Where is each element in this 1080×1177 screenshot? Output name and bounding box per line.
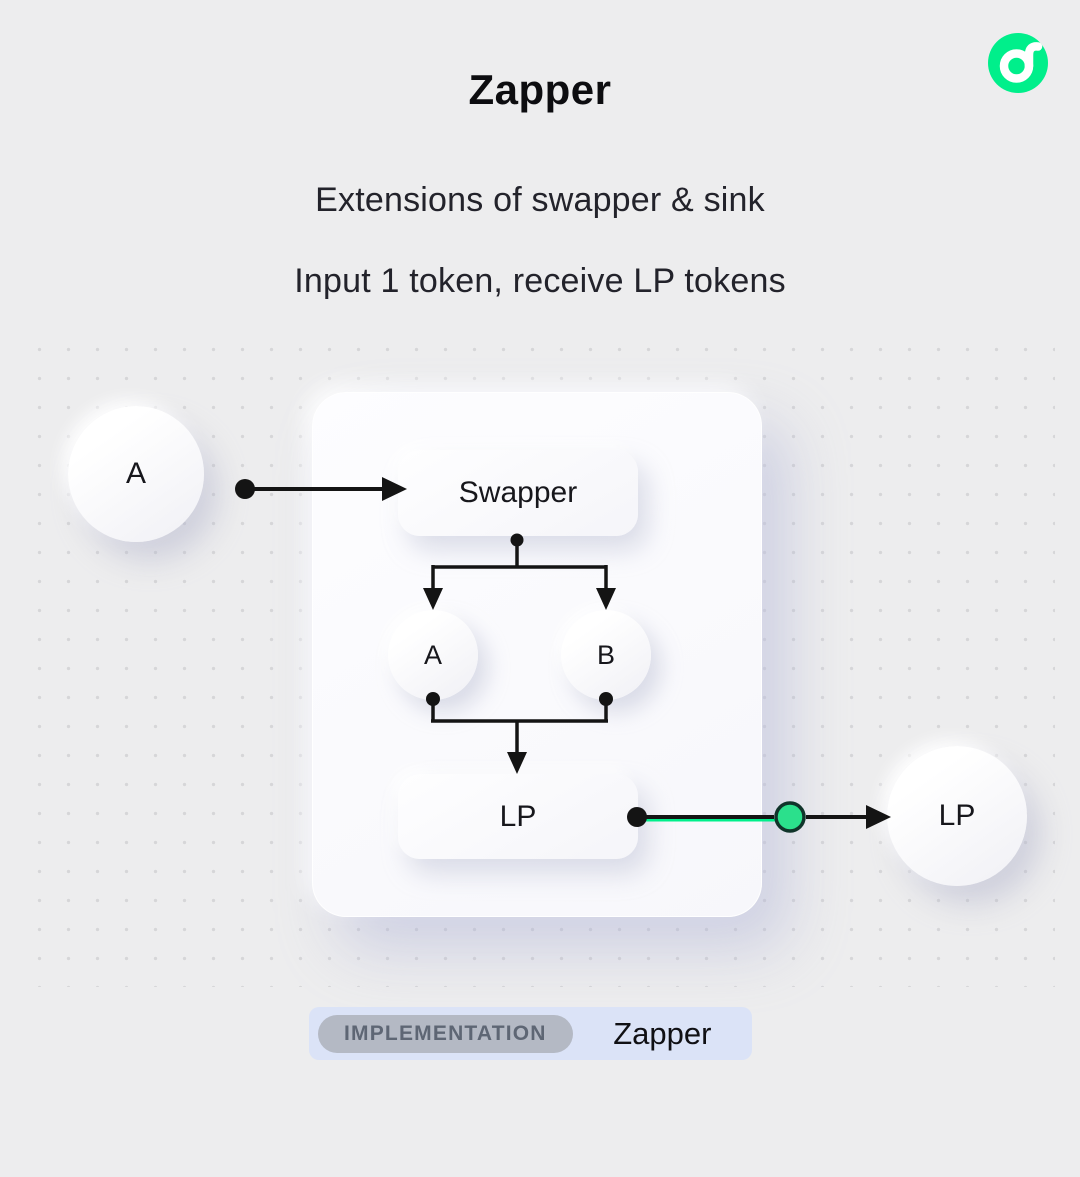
- input-token-node: A: [68, 406, 204, 542]
- token-a-label: A: [423, 639, 442, 670]
- lp-node: LP: [398, 774, 638, 859]
- token-b-label: B: [596, 639, 615, 670]
- output-lp-node: LP: [887, 746, 1027, 886]
- flow-logo-icon: [988, 33, 1048, 93]
- implementation-badge: IMPLEMENTATION Zapper: [309, 1007, 752, 1060]
- subtitle-line-2: Input 1 token, receive LP tokens: [294, 262, 786, 300]
- implementation-pill: IMPLEMENTATION: [318, 1014, 573, 1053]
- swapper-node: Swapper: [398, 450, 638, 536]
- page-title: Zapper: [468, 66, 612, 113]
- swapper-label: Swapper: [458, 476, 578, 509]
- token-a-node: A: [388, 610, 478, 700]
- subtitle-line-1: Extensions of swapper & sink: [315, 181, 765, 219]
- input-token-label: A: [125, 457, 146, 490]
- lp-label: LP: [499, 799, 537, 833]
- implementation-name: Zapper: [613, 1015, 712, 1051]
- output-lp-label: LP: [938, 799, 976, 832]
- token-b-node: B: [561, 610, 651, 700]
